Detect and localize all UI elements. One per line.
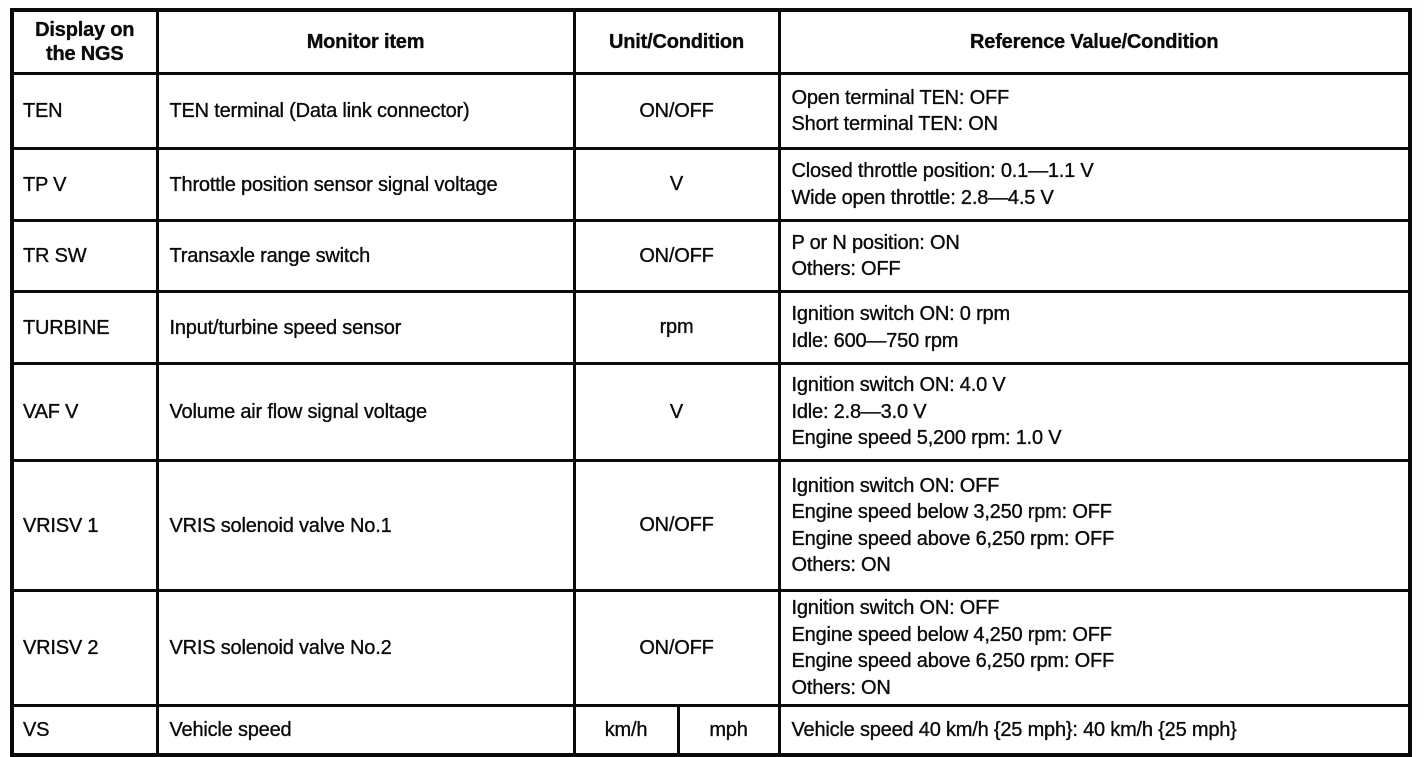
reference-line: P or N position: ON — [791, 231, 960, 254]
scanned-document-page: Display on the NGS Monitor item Unit/Con… — [10, 8, 1412, 757]
reference-line: Open terminal TEN: OFF — [791, 86, 1010, 109]
cell-reference-value: Ignition switch ON: OFF Engine speed belo… — [777, 589, 1412, 707]
reference-line: Engine speed below 4,250 rpm: OFF — [791, 623, 1112, 646]
reference-line: Others: OFF — [791, 258, 901, 280]
cell-monitor-item: TEN terminal (Data link connector) — [155, 72, 576, 150]
reference-line: Wide open throttle: 2.8—4.5 V — [791, 186, 1054, 209]
reference-line: Others: ON — [791, 554, 891, 576]
cell-display-on-ngs: TURBINE — [10, 290, 159, 365]
cell-display-on-ngs: TP V — [10, 147, 159, 222]
cell-unit-kmh: km/h — [572, 704, 680, 757]
reference-line: Ignition switch ON: 0 rpm — [791, 303, 1010, 325]
reference-line: Others: ON — [791, 676, 891, 699]
reference-line: Closed throttle position: 0.1—1.1 V — [791, 160, 1094, 182]
cell-reference-value: Ignition switch ON: 4.0 V Idle: 2.8—3.0 V… — [777, 362, 1412, 462]
cell-display-on-ngs: TEN — [10, 72, 159, 150]
reference-line: Idle: 2.8—3.0 V — [791, 400, 927, 423]
cell-reference-value: Ignition switch ON: OFF Engine speed belo… — [777, 459, 1412, 592]
cell-monitor-item: Vehicle speed — [155, 704, 576, 757]
cell-unit: rpm — [572, 290, 781, 365]
cell-monitor-item: Throttle position sensor signal voltage — [155, 147, 576, 222]
cell-monitor-item: Input/turbine speed sensor — [155, 290, 576, 365]
cell-unit: ON/OFF — [572, 72, 781, 150]
reference-line: Vehicle speed 40 km/h {25 mph}: 40 km/h … — [791, 718, 1237, 741]
cell-reference-value: Closed throttle position: 0.1—1.1 V Wide … — [777, 147, 1412, 222]
reference-line: Engine speed 5,200 rpm: 1.0 V — [791, 427, 1062, 450]
reference-line: Short terminal TEN: ON — [791, 113, 998, 135]
cell-unit: ON/OFF — [572, 589, 781, 707]
cell-display-on-ngs: TR SW — [10, 219, 159, 293]
cell-display-on-ngs: VRISV 2 — [10, 589, 159, 707]
cell-monitor-item: VRIS solenoid valve No.1 — [155, 459, 576, 592]
reference-line: Idle: 600—750 rpm — [791, 329, 959, 352]
reference-line: Ignition switch ON: OFF — [791, 474, 1000, 497]
cell-unit: V — [572, 147, 781, 222]
cell-unit: ON/OFF — [572, 459, 781, 592]
cell-reference-value: P or N position: ON Others: OFF — [777, 219, 1412, 293]
cell-unit-mph: mph — [676, 704, 781, 757]
reference-line: Engine speed above 6,250 rpm: OFF — [791, 527, 1114, 550]
reference-line: Ignition switch ON: OFF — [791, 597, 1000, 619]
cell-monitor-item: Transaxle range switch — [155, 219, 576, 293]
table-header-row: Display on the NGS Monitor item Unit/Con… — [10, 8, 1412, 75]
cell-monitor-item: VRIS solenoid valve No.2 — [155, 589, 576, 707]
cell-unit: V — [572, 362, 781, 462]
col-header-monitor-item: Monitor item — [155, 8, 576, 75]
cell-display-on-ngs: VRISV 1 — [10, 459, 159, 592]
cell-reference-value: Vehicle speed 40 km/h {25 mph}: 40 km/h … — [777, 704, 1412, 757]
cell-display-on-ngs: VAF V — [10, 362, 159, 462]
table-header: Display on the NGS Monitor item Unit/Con… — [10, 8, 1412, 75]
reference-line: Ignition switch ON: 4.0 V — [791, 374, 1006, 397]
col-header-unit-condition: Unit/Condition — [572, 8, 781, 75]
cell-monitor-item: Volume air flow signal voltage — [155, 362, 576, 462]
cell-reference-value: Open terminal TEN: OFF Short terminal TEN… — [777, 72, 1412, 150]
reference-line: Engine speed below 3,250 rpm: OFF — [791, 501, 1112, 523]
col-header-reference-value: Reference Value/Condition — [777, 8, 1412, 75]
col-header-display-on-ngs: Display on the NGS — [10, 8, 159, 75]
cell-unit: ON/OFF — [572, 219, 781, 293]
cell-display-on-ngs: VS — [10, 704, 159, 757]
ngs-monitor-table: Display on the NGS Monitor item Unit/Con… — [10, 8, 1412, 757]
reference-line: Engine speed above 6,250 rpm: OFF — [791, 650, 1114, 672]
